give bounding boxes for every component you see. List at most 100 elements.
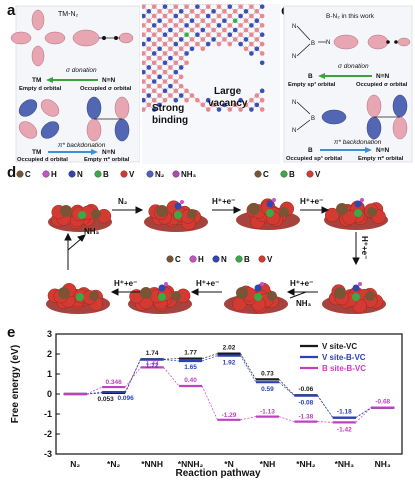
- svg-text:N: N: [292, 100, 296, 106]
- panel-a-pi-sub-left: Occupied d orbital: [17, 157, 68, 163]
- lattice-atom: [238, 32, 243, 37]
- legend-swatch: [167, 256, 174, 263]
- lattice-atom: [152, 14, 157, 19]
- x-tick-label: *NH₂: [296, 459, 316, 469]
- svg-text:B: B: [311, 41, 315, 47]
- catalyst-cluster: [324, 198, 388, 230]
- legend-label: N: [77, 170, 83, 179]
- lattice-atom: [228, 14, 233, 19]
- catalyst-cluster: [46, 283, 110, 314]
- lattice-atom: [147, 37, 152, 42]
- connector: [279, 382, 294, 395]
- connector: [279, 417, 294, 422]
- x-tick-label: *NH: [260, 459, 276, 469]
- lattice-atom: [233, 37, 238, 42]
- value-label: -0.08: [298, 400, 313, 407]
- arrowhead-2-icon: [234, 207, 240, 213]
- lattice-atom: [206, 23, 211, 28]
- lattice-atom: [147, 56, 152, 61]
- panel-c-pi-sub-right: Empty π* orbital: [358, 156, 404, 162]
- connector: [164, 367, 179, 386]
- legend-label: B: [289, 170, 295, 179]
- x-axis-title: Reaction pathway: [175, 468, 260, 479]
- legend-swatch: [17, 171, 24, 178]
- lattice-atom: [179, 18, 184, 23]
- lattice-atom: [217, 32, 222, 37]
- lattice-atom: [168, 84, 173, 89]
- legend-label: B: [103, 170, 109, 179]
- lattice-atom: [238, 4, 243, 9]
- lattice-atom: [249, 32, 254, 37]
- lattice-atom: [147, 28, 152, 33]
- lattice-atom: [249, 23, 254, 28]
- lattice-atom: [217, 42, 222, 47]
- lattice-atom: [228, 32, 233, 37]
- legend-label: N: [221, 255, 227, 264]
- panel-c-sigma-left: B: [308, 73, 313, 80]
- lattice-atom: [222, 9, 227, 14]
- panel-b-lattice: Large vacancy Strong binding: [142, 4, 280, 164]
- lattice-atom: [260, 89, 265, 94]
- lattice-atom: [163, 60, 168, 65]
- strong-binding-label-line-2: binding: [152, 115, 188, 126]
- value-label: -1.38: [298, 414, 313, 421]
- legend-label: C: [263, 170, 269, 179]
- lattice-atom: [184, 89, 189, 94]
- panel-a-svg: TM-N₂ σ donation TM N≡N Empty d orbital …: [8, 4, 140, 164]
- x-tick-label: NH₃: [375, 459, 391, 469]
- lattice-atom: [147, 93, 152, 98]
- catalyst-cluster: [144, 200, 208, 232]
- catalyst-cluster: [48, 204, 112, 232]
- lattice-atom: [184, 60, 189, 65]
- lattice-atom: [147, 46, 152, 51]
- y-tick-label: -3: [44, 449, 52, 459]
- arrowhead-1-icon: [136, 207, 142, 213]
- lattice-atom: [255, 93, 260, 98]
- legend-entry: V site-VC: [322, 342, 357, 351]
- lattice-atom: [244, 37, 249, 42]
- lattice-atom: [163, 79, 168, 84]
- lattice-atom: [260, 51, 265, 56]
- value-label: 0.096: [118, 395, 135, 402]
- lattice-atom: [174, 4, 179, 9]
- lattice-atom: [168, 46, 173, 51]
- lattice-atom: [201, 9, 206, 14]
- lattice-atom: [157, 9, 162, 14]
- lattice-atom: [195, 23, 200, 28]
- lattice-atom: [228, 42, 233, 47]
- lattice-atom: [152, 32, 157, 37]
- lattice-atom: [184, 51, 189, 56]
- legend-label: NH₃: [181, 170, 197, 179]
- lattice-atom: [255, 28, 260, 33]
- nh3-label-top: NH₃: [84, 227, 100, 236]
- connector: [241, 417, 256, 420]
- arrowhead-5-icon: [288, 289, 294, 295]
- lattice-atom: [217, 14, 222, 19]
- lattice-atom: [255, 37, 260, 42]
- lattice-atom: [152, 23, 157, 28]
- lattice-atom: [157, 56, 162, 61]
- lattice-atom: [157, 46, 162, 51]
- lattice-atom: [163, 32, 168, 37]
- lattice-atom: [222, 28, 227, 33]
- lattice-atom: [163, 70, 168, 75]
- value-label: -0.06: [298, 386, 313, 393]
- lattice-atom: [255, 46, 260, 51]
- legend-label: V: [129, 170, 135, 179]
- large-vacancy-label: Large vacancy: [208, 86, 248, 109]
- y-axis-title: Free energy (eV): [10, 345, 21, 423]
- step-label-6: H⁺+e⁻: [196, 279, 219, 288]
- panel-a-sigma-left: TM: [32, 77, 41, 84]
- large-vacancy-label-line-2: vacancy: [208, 98, 248, 109]
- lattice-atom: [222, 18, 227, 23]
- lattice-atom: [147, 9, 152, 14]
- value-label: 0.346: [106, 379, 123, 386]
- lattice-atom: [249, 98, 254, 103]
- lattice-atom: [260, 98, 265, 103]
- catalyst-cluster: [128, 282, 192, 314]
- lattice-atom: [157, 84, 162, 89]
- legend-swatch: [43, 171, 50, 178]
